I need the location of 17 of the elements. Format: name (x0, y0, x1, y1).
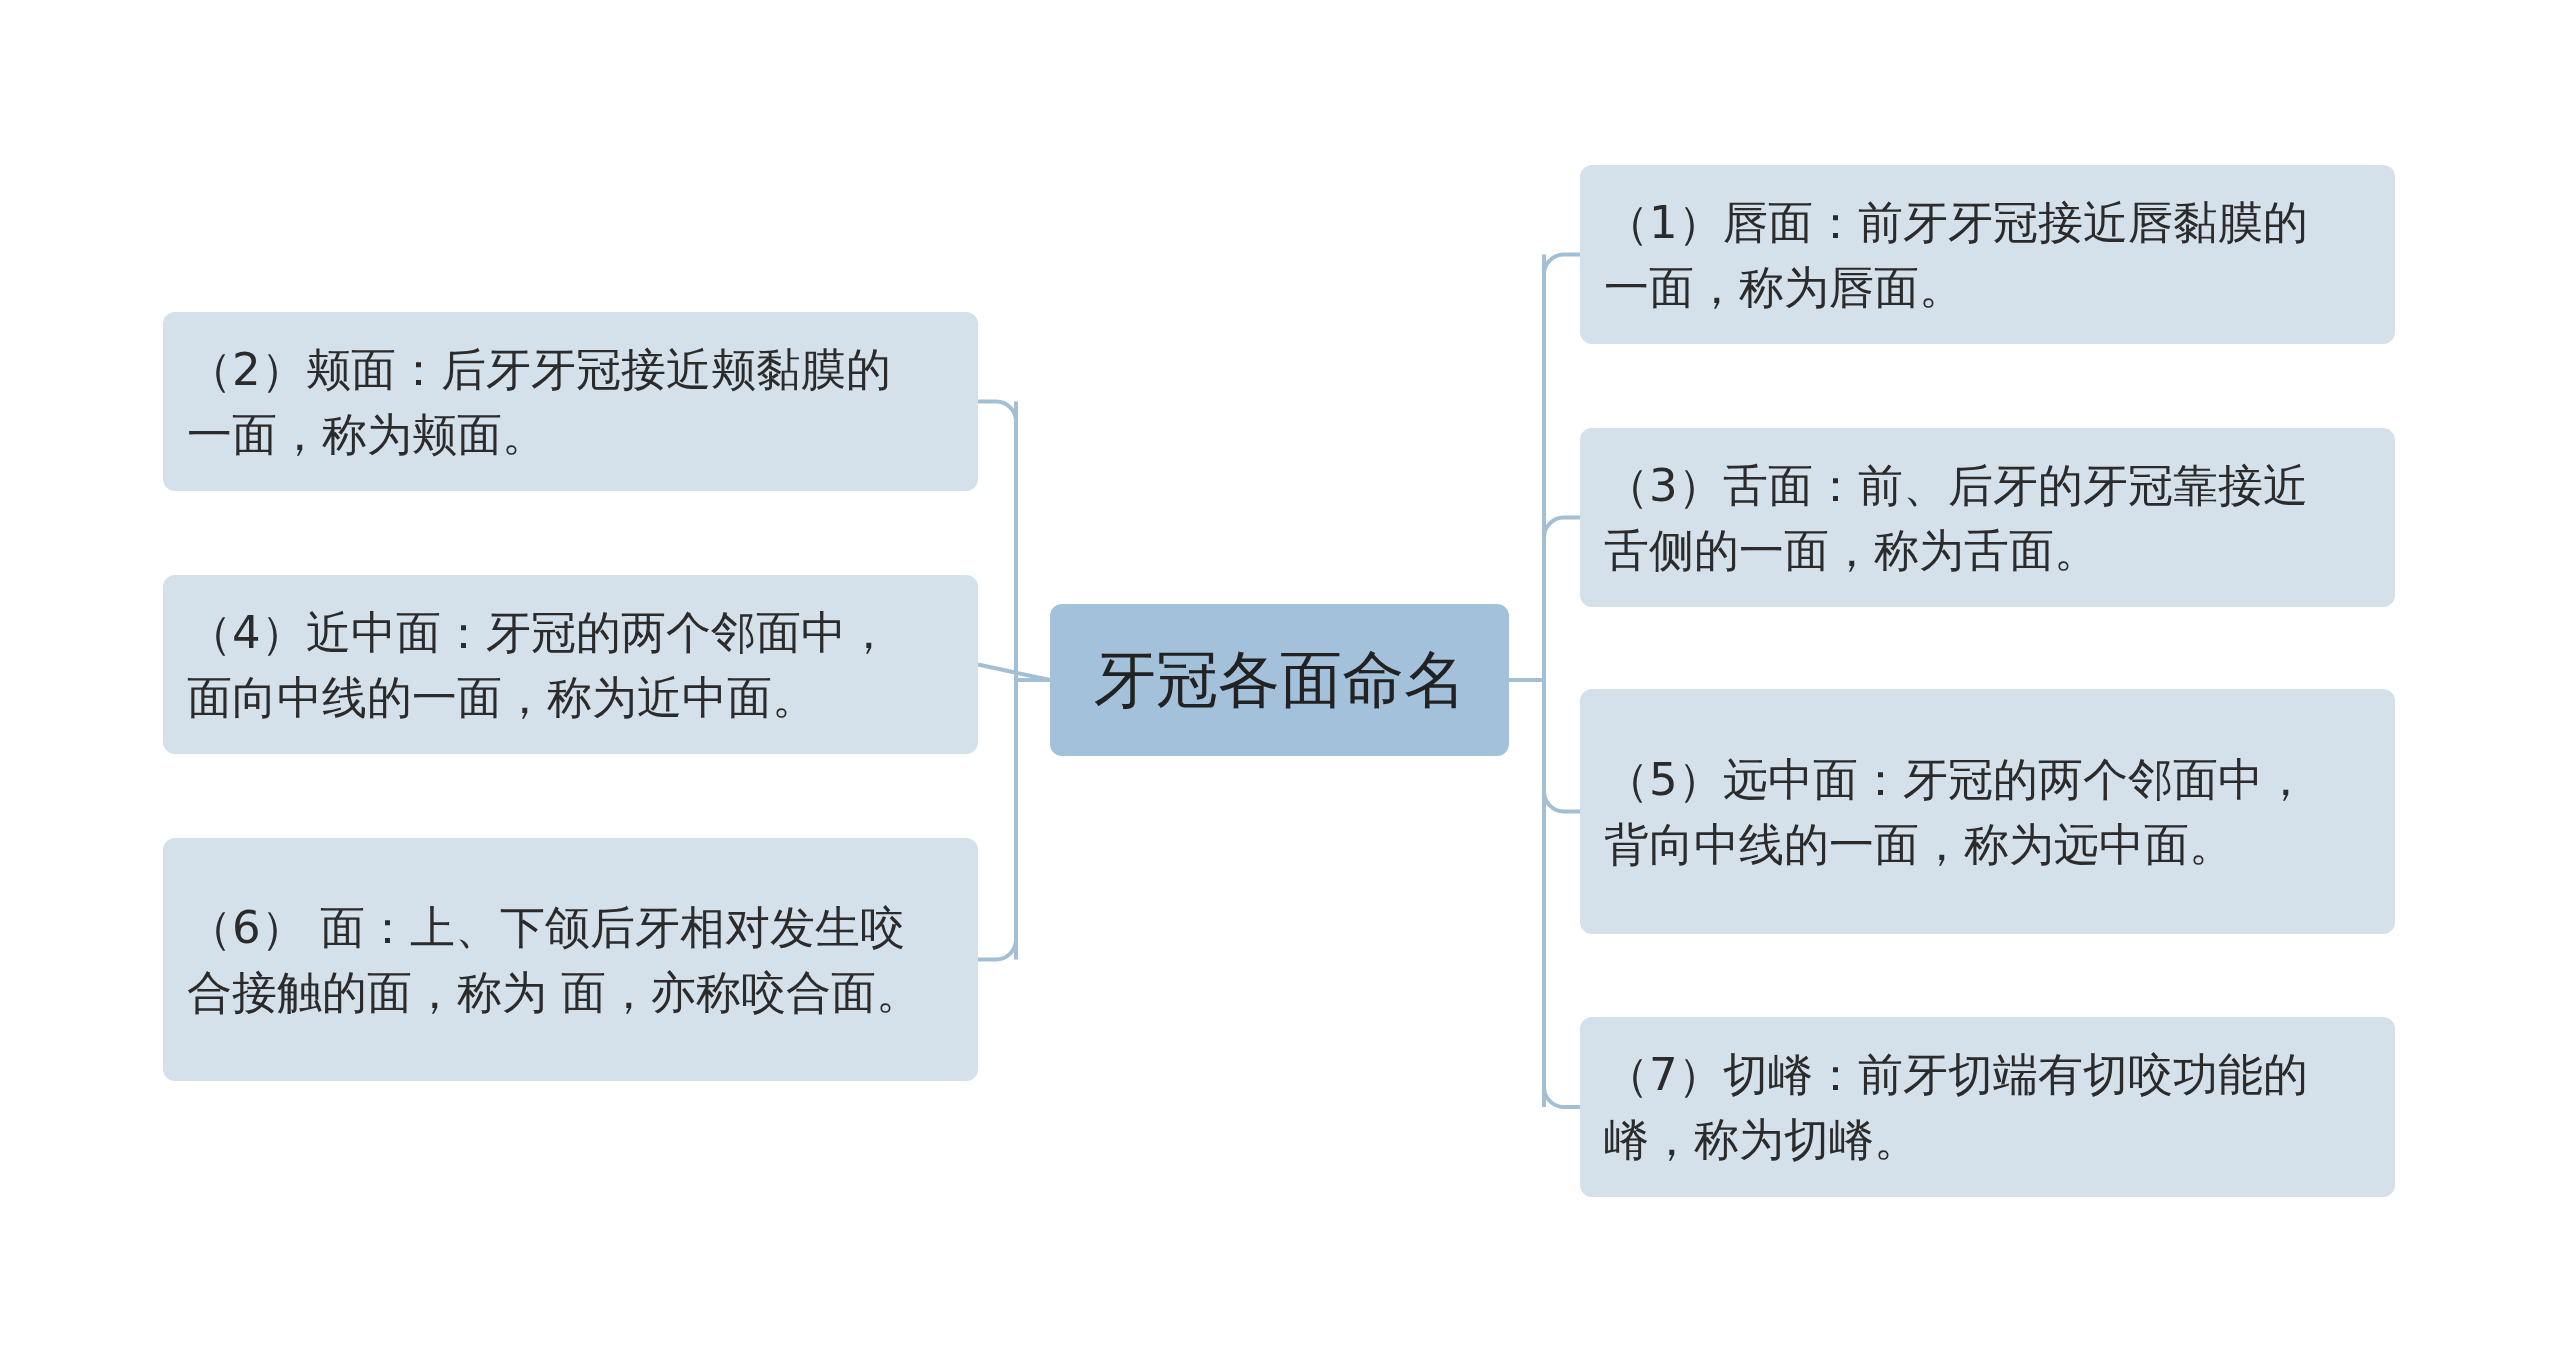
topic-box (1580, 689, 2395, 934)
central-topic-box (1050, 604, 1509, 756)
topic-box (163, 575, 978, 754)
topic-box (163, 838, 978, 1081)
topic-text: （1）唇面：前牙牙冠接近唇黏膜的一面，称为唇面。 (1604, 194, 2309, 316)
topic-box (1580, 428, 2395, 607)
topic-text: （5）远中面：牙冠的两个邻面中，背向中线的一面，称为远中面。 (1604, 751, 2309, 873)
topic-text: （7）切嵴：前牙切端有切咬功能的嵴，称为切嵴。 (1604, 1047, 2309, 1168)
topic-text: （2）颊面：后牙牙冠接近颊黏膜的一面，称为颊面。 (187, 341, 892, 463)
topic-text: （3）舌面：前、后牙的牙冠靠接近舌侧的一面，称为舌面。 (1604, 457, 2309, 579)
topic-box (1580, 1017, 2395, 1197)
central-topic-text: 牙冠各面命名 (1093, 642, 1466, 718)
topic-box (163, 312, 978, 491)
topic-text: （6） 面：上、下颌后牙相对发生咬合接触的面，称为 面，亦称咬合面。 (187, 899, 923, 1021)
topic-box (1580, 165, 2395, 344)
connector-line (1509, 678, 1580, 1109)
topic-text: （4）近中面：牙冠的两个邻面中，面向中线的一面，称为近中面。 (187, 604, 892, 726)
